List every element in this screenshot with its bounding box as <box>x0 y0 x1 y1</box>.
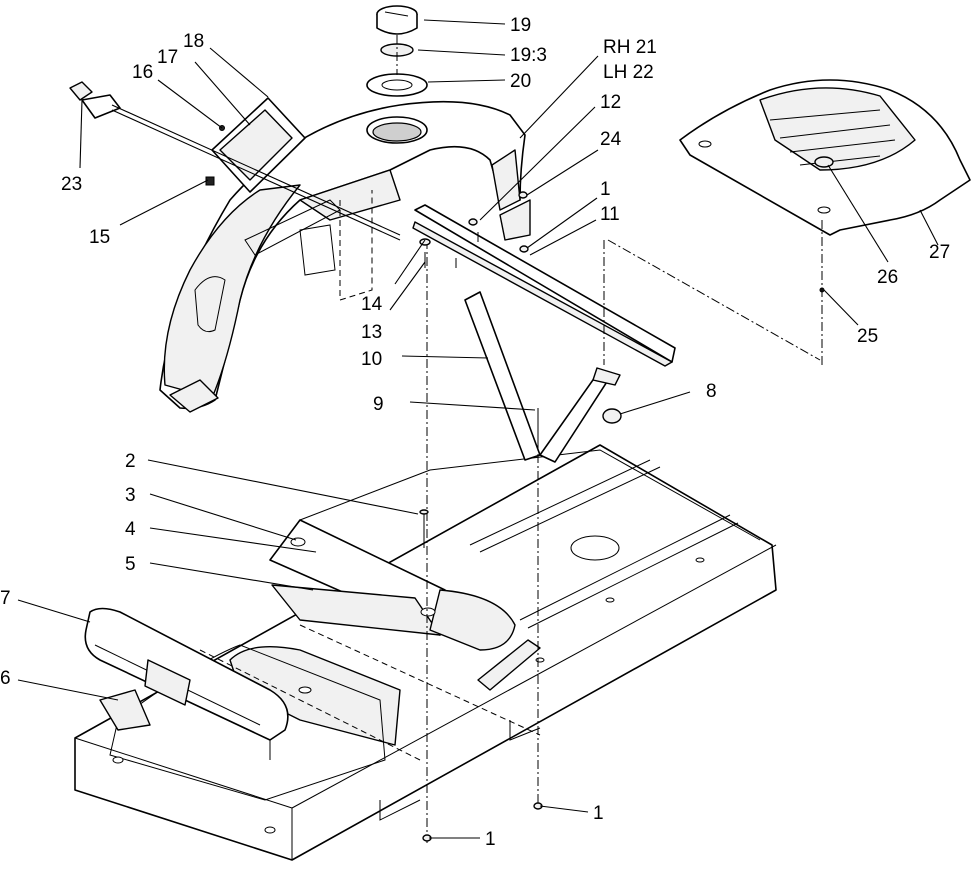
wire-harness <box>69 81 401 241</box>
front-support-assembly <box>269 519 516 651</box>
callout-6: 6 <box>0 668 11 689</box>
seat-pan <box>679 79 971 293</box>
callout-25: 25 <box>857 326 878 347</box>
callout-3: 3 <box>125 485 136 506</box>
front-bumper <box>84 607 289 760</box>
callout-19: 19 <box>510 15 531 36</box>
seat-switch-panel <box>205 97 306 193</box>
fuel-cap <box>366 5 428 97</box>
chassis-frame <box>74 444 777 861</box>
callout-10: 10 <box>361 349 382 370</box>
assembly-lines <box>396 35 823 843</box>
callout-17: 17 <box>157 47 178 68</box>
leader-lines <box>17 19 939 839</box>
callout-2: 2 <box>125 451 136 472</box>
callout-12: 12 <box>600 92 621 113</box>
callout-13: 13 <box>361 322 382 343</box>
callout-18: 18 <box>183 31 204 52</box>
callout-9: 9 <box>373 394 384 415</box>
callout-1-bottom-left: 1 <box>485 829 496 850</box>
callout-11: 11 <box>600 204 620 225</box>
callout-rh21: RH 21 <box>603 37 657 58</box>
callout-26: 26 <box>877 267 898 288</box>
callout-4: 4 <box>125 519 136 540</box>
callout-5: 5 <box>125 554 136 575</box>
callout-14: 14 <box>361 294 383 315</box>
callout-lh22: LH 22 <box>603 62 654 83</box>
callout-19-3: 19:3 <box>510 45 547 66</box>
callout-1-bottom-right: 1 <box>593 803 604 824</box>
callout-16: 16 <box>132 62 153 83</box>
callout-8: 8 <box>706 381 717 402</box>
callout-23: 23 <box>61 174 82 195</box>
callout-24: 24 <box>600 129 622 150</box>
callout-1-top: 1 <box>600 179 611 200</box>
callout-27: 27 <box>929 242 950 263</box>
callout-labels: 19 19:3 20 RH 21 LH 22 12 24 1 11 18 17 … <box>0 15 950 850</box>
support-bracket <box>412 204 676 463</box>
callout-15: 15 <box>89 227 110 248</box>
callout-20: 20 <box>510 71 531 92</box>
callout-7: 7 <box>0 588 11 609</box>
